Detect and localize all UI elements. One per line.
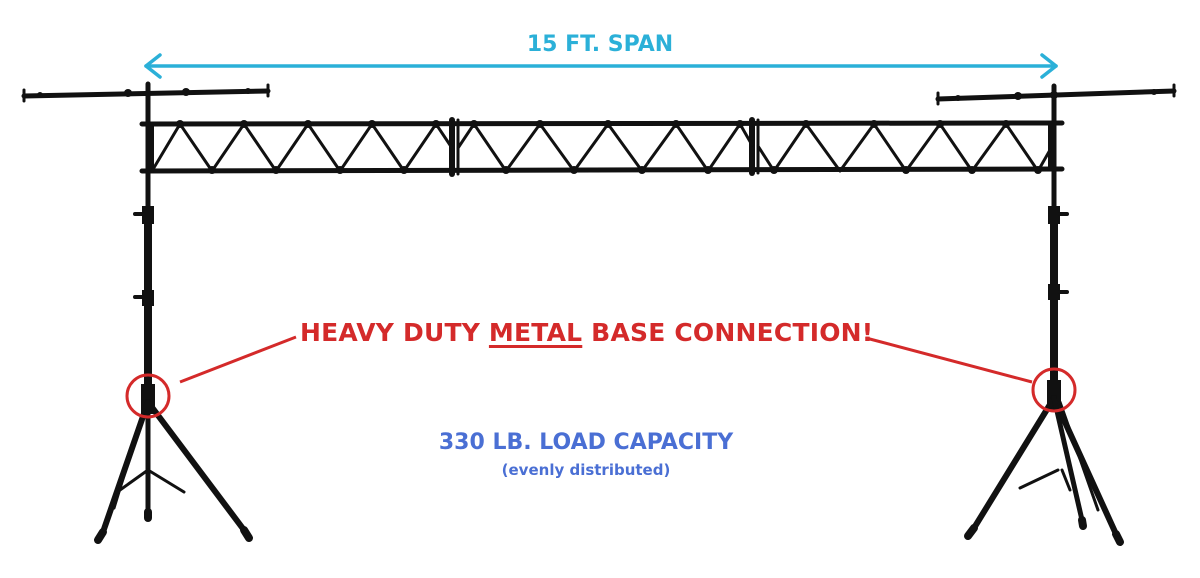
truss-bottom-bolt	[902, 166, 910, 174]
truss-bottom-bolt	[1034, 166, 1042, 174]
base-connection-label: HEAVY DUTY METAL BASE CONNECTION!	[300, 318, 873, 347]
truss-bottom-bolt	[336, 166, 344, 174]
base-label-emphasis: METAL	[488, 318, 583, 347]
truss-bottom-bolt	[400, 166, 408, 174]
truss-top-bolt	[368, 120, 376, 128]
truss-top-bolt	[870, 120, 878, 128]
span-dimension-arrow	[144, 53, 1058, 79]
truss-bottom-bolt	[968, 166, 976, 174]
span-label: 15 FT. SPAN	[526, 32, 674, 57]
truss-bottom-bolt	[502, 166, 510, 174]
truss-top-bolt	[672, 120, 680, 128]
right-mast	[1048, 83, 1069, 392]
truss-top-bolt	[1002, 120, 1010, 128]
truss-top-bolt	[536, 120, 544, 128]
truss-bottom-bolt	[570, 166, 578, 174]
right-base-callout	[865, 336, 1077, 413]
truss-bottom-bolt	[272, 166, 280, 174]
truss-top-bolt	[936, 120, 944, 128]
left-mast	[133, 81, 154, 396]
left-base-callout	[125, 335, 297, 419]
base-label-suffix: BASE CONNECTION!	[582, 318, 874, 347]
truss-top-bolt	[176, 120, 184, 128]
load-capacity-label: 330 LB. LOAD CAPACITY	[438, 430, 734, 455]
truss-top-bolt	[736, 120, 744, 128]
truss-bottom-bolt	[208, 166, 216, 174]
left-tripod-base	[94, 384, 253, 544]
truss-top-bolt	[604, 120, 612, 128]
truss-bottom-bolt	[704, 166, 712, 174]
right-tripod-base	[964, 380, 1124, 546]
truss-bottom-bolt	[638, 166, 646, 174]
base-label-prefix: HEAVY DUTY	[300, 318, 489, 347]
truss-top-bolt	[304, 120, 312, 128]
truss-top-bolt	[432, 120, 440, 128]
truss-top-bolt	[802, 120, 810, 128]
load-capacity-note: (evenly distributed)	[501, 461, 671, 479]
truss-top-bolt	[470, 120, 478, 128]
truss-top-bolt	[240, 120, 248, 128]
truss-beam	[139, 117, 1065, 177]
truss-bottom-bolt	[770, 166, 778, 174]
